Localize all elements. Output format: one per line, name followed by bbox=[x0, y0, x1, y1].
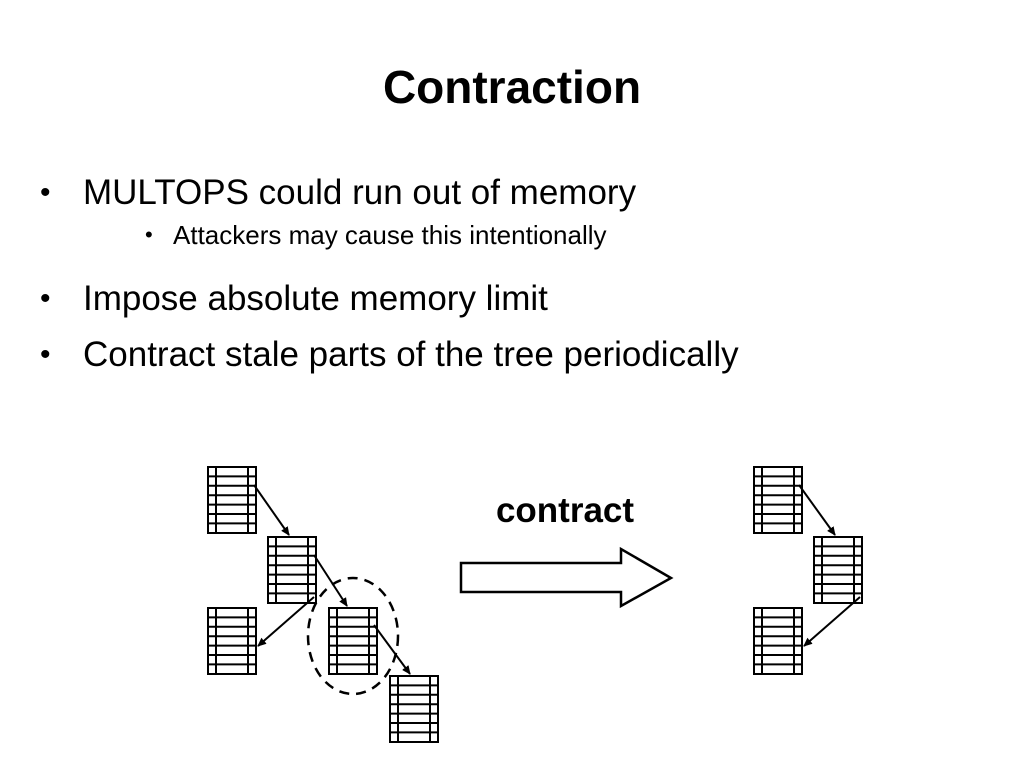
contract-arrow bbox=[459, 546, 674, 609]
tree-node bbox=[813, 536, 863, 604]
tree-node bbox=[207, 466, 257, 534]
tree-node bbox=[753, 466, 803, 534]
tree-edge bbox=[313, 554, 348, 607]
bullet-text: Contract stale parts of the tree periodi… bbox=[83, 335, 739, 374]
tree-edge bbox=[373, 624, 411, 675]
sub-bullet-item: • Attackers may cause this intentionally bbox=[40, 218, 739, 252]
bullet-item: • Impose absolute memory limit bbox=[40, 274, 739, 324]
bullet-marker: • bbox=[40, 282, 51, 315]
bullet-item: • MULTOPS could run out of memory bbox=[40, 168, 739, 218]
stale-region-highlight bbox=[306, 576, 400, 696]
bullet-list: • MULTOPS could run out of memory • Atta… bbox=[40, 168, 739, 380]
stale-tree-node bbox=[389, 675, 439, 743]
contract-label: contract bbox=[496, 491, 634, 530]
tree-edge bbox=[803, 596, 861, 647]
tree-node bbox=[267, 536, 317, 604]
bullet-marker: • bbox=[40, 338, 51, 371]
sub-bullet-text: Attackers may cause this intentionally bbox=[173, 220, 607, 250]
stale-tree-node bbox=[328, 607, 378, 675]
tree-node bbox=[207, 607, 257, 675]
tree-node bbox=[753, 607, 803, 675]
bullet-marker: • bbox=[40, 176, 51, 209]
tree-edge bbox=[798, 484, 836, 536]
bullet-text: MULTOPS could run out of memory bbox=[83, 173, 637, 212]
bullet-text: Impose absolute memory limit bbox=[83, 279, 548, 318]
tree-edge bbox=[257, 596, 315, 647]
slide-title: Contraction bbox=[382, 61, 642, 113]
bullet-item: • Contract stale parts of the tree perio… bbox=[40, 330, 739, 380]
tree-edge bbox=[253, 484, 290, 536]
sub-bullet-marker: • bbox=[145, 222, 153, 247]
